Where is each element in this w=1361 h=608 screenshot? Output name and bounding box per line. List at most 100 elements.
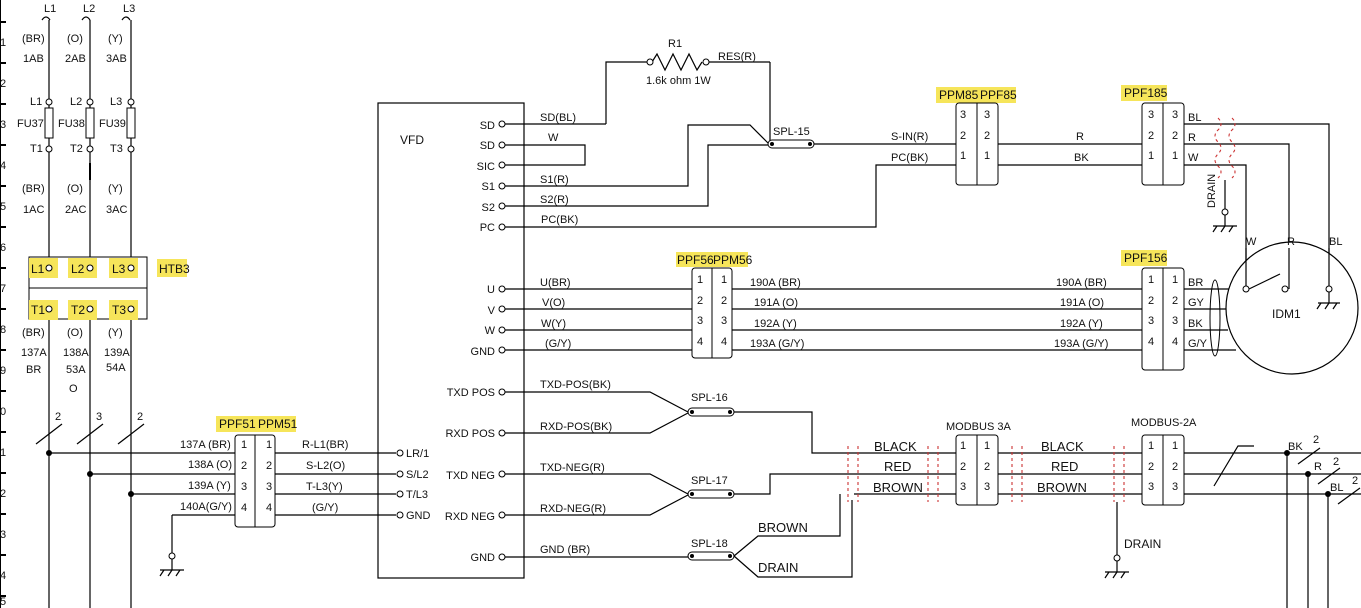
motor-color: BR	[1188, 277, 1203, 289]
pin-num: 2	[1172, 461, 1178, 473]
pin-num: 3	[1148, 315, 1154, 327]
row-num: 7	[0, 283, 6, 295]
pin-num: 3	[1172, 315, 1178, 327]
tb-terminal: T2	[71, 303, 85, 317]
wire-tag: R-L1(BR)	[302, 439, 348, 451]
motor-color: BK	[1188, 318, 1203, 330]
wire-color: (O)	[67, 183, 83, 195]
wire-number: 53A	[66, 364, 86, 376]
row-ruler: 1 2 3 4 5 6 7 8 9 0 1 2 3 4 5	[0, 0, 6, 608]
sensor-color: R	[1188, 132, 1196, 144]
pin-num: 4	[721, 336, 727, 348]
pin-num: 3	[1172, 481, 1178, 493]
resistor-value: 1.6k ohm 1W	[646, 75, 711, 87]
signal-tag: S-IN(R)	[891, 131, 928, 143]
wire-number: O	[69, 383, 78, 395]
pin-num: 3	[1148, 481, 1154, 493]
bus-num: 2	[1313, 434, 1319, 446]
control-wire-tag: W	[548, 132, 559, 144]
row-num: 5	[0, 596, 6, 608]
pin-num: 1	[1172, 150, 1178, 162]
vfd-terminal: GND	[471, 346, 496, 358]
bus-tag: BK	[1288, 441, 1303, 453]
wire-number: 3AB	[106, 53, 127, 65]
pin-num: 2	[984, 461, 990, 473]
tb-terminal: L3	[112, 262, 126, 276]
control-wiring: R1 1.6k ohm 1W RES(R) SD(BL) W S1(R) S2(…	[505, 38, 1330, 290]
fuse-label: FU38	[58, 118, 85, 130]
idm-tap: R	[1287, 236, 1295, 248]
tb-terminal: L1	[31, 262, 45, 276]
connector-ppm51: PPM51	[258, 417, 298, 431]
fuse-label: FU37	[17, 118, 44, 130]
bus-num: 2	[1352, 475, 1358, 487]
vfd-terminal: PC	[480, 222, 495, 234]
motor-wire-tag: 191A (O)	[754, 297, 798, 309]
drain-label: DRAIN	[1124, 537, 1161, 551]
row-num: 5	[0, 201, 6, 213]
vfd-terminal: RXD NEG	[445, 511, 495, 523]
vfd-input-terminal: S/L2	[406, 469, 429, 481]
drain-label: DRAIN	[1206, 174, 1218, 208]
wire-color: (Y)	[108, 33, 123, 45]
wire-number: 138A	[63, 347, 89, 359]
wire-color: (BR)	[22, 327, 45, 339]
row-num: 3	[0, 529, 6, 541]
fuse-label: FU39	[99, 118, 126, 130]
pin-num: 3	[721, 315, 727, 327]
connector-ppf156: PPF156	[1124, 251, 1168, 265]
row-num: 3	[0, 119, 6, 131]
modbus-color: BROWN	[1037, 480, 1087, 495]
row-num: 1	[0, 447, 6, 459]
bus-tag: BL	[1330, 482, 1343, 494]
idm-label: IDM1	[1272, 307, 1301, 321]
line-label-l2: L2	[83, 3, 95, 15]
pin-num: 2	[960, 461, 966, 473]
wire-number: 137A	[21, 347, 47, 359]
splice-spl18: SPL-18	[691, 538, 728, 550]
wire-color: (O)	[67, 327, 83, 339]
motor-wire-tag: 192A (Y)	[754, 318, 797, 330]
vfd-terminal: V	[488, 305, 496, 317]
pin-num: 3	[960, 109, 966, 121]
pin-num: 2	[1172, 130, 1178, 142]
pin-num: 2	[1172, 295, 1178, 307]
pin-num: 4	[1148, 336, 1154, 348]
wire-color: (O)	[67, 33, 83, 45]
comm-wire-tag: RXD-POS(BK)	[540, 421, 612, 433]
pin-num: 3	[241, 481, 247, 493]
pin-num: 4	[1172, 336, 1178, 348]
pin-num: 1	[1172, 440, 1178, 452]
vfd-input-terminal: GND	[406, 510, 431, 522]
pin-num: 2	[1148, 130, 1154, 142]
row-num: 2	[0, 78, 6, 90]
row-num: 6	[0, 242, 6, 254]
wire-tag: (G/Y)	[312, 502, 338, 514]
vfd-terminal: TXD POS	[447, 387, 495, 399]
switch-num: 3	[96, 411, 102, 423]
modbus-wiring: TXD-POS(BK) RXD-POS(BK) TXD-NEG(R) RXD-N…	[505, 379, 1361, 608]
vfd-terminal: SIC	[477, 161, 495, 173]
row-num: 8	[0, 324, 6, 336]
pin-num: 1	[697, 274, 703, 286]
pin-num: 2	[1148, 461, 1154, 473]
line-label-l3: L3	[123, 3, 135, 15]
sensor-color: W	[1188, 152, 1199, 164]
pin-num: 4	[241, 502, 247, 514]
pin-num: 3	[697, 315, 703, 327]
pin-num: 3	[1148, 109, 1154, 121]
motor-wiring: U(BR) V(O) W(Y) (G/Y) PPF56 PPM56 1 2 3 …	[505, 236, 1359, 375]
connector-ppm85: PPM85	[939, 88, 979, 102]
motor-wire-tag: 193A (G/Y)	[750, 338, 804, 350]
pin-num: 3	[266, 481, 272, 493]
wire-number: BR	[26, 364, 41, 376]
motor-wire-tag: W(Y)	[541, 318, 566, 330]
pin-num: 2	[721, 295, 727, 307]
fuse-terminal: L2	[70, 96, 82, 108]
signal-tag: R	[1076, 131, 1084, 143]
tb-terminal: T3	[112, 303, 126, 317]
motor-wire-tag: 190A (BR)	[750, 277, 801, 289]
sensor-color: BL	[1188, 112, 1201, 124]
